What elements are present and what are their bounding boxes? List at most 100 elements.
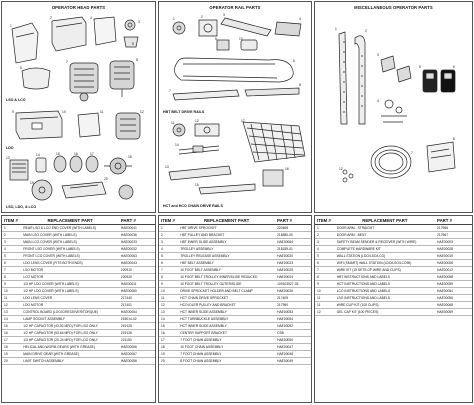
- item-number-cell: 9: [315, 280, 335, 289]
- part-number-cell: HAE00054: [275, 315, 311, 323]
- svg-text:3: 3: [223, 13, 225, 17]
- part-name-cell: HBT PULLEY AND BRACKET: [178, 231, 276, 240]
- part-name-cell: MAIN LSO COVER (WITH LABELS): [21, 231, 119, 240]
- part-number-cell: 218159-01: [275, 245, 311, 254]
- item-number-cell: 10: [159, 287, 179, 296]
- part-number-cell: HAE00067: [118, 350, 155, 358]
- part-name-cell: DOOR ARM - BENT: [334, 231, 436, 240]
- part-name-cell: LAMP SOCKET ASSEMBLY: [21, 315, 119, 323]
- svg-text:8: 8: [136, 58, 138, 62]
- item-number-cell: 7: [159, 266, 179, 275]
- item-number-cell: 16: [2, 329, 22, 337]
- svg-text:9: 9: [12, 110, 14, 114]
- part-name-cell: HCO IDLER PULLEY AND BRACKET: [178, 301, 276, 309]
- part-number-cell: HAE00058: [435, 273, 472, 282]
- svg-text:1: 1: [173, 17, 175, 21]
- part-name-cell: LIMIT SWITCH ASSEMBLY: [21, 357, 119, 365]
- column-header: PART #: [435, 216, 472, 226]
- item-number-cell: 18: [2, 343, 22, 351]
- svg-text:13: 13: [165, 165, 169, 169]
- part-name-cell: LCO INSTRUCTIONS AND LABELS: [334, 287, 436, 296]
- svg-text:10: 10: [239, 37, 243, 41]
- item-number-cell: 15: [159, 322, 179, 330]
- column-header: REPLACEMENT PART: [21, 216, 119, 226]
- section-label: LSO & LCO: [6, 98, 26, 102]
- item-number-cell: 6: [159, 259, 179, 268]
- item-number-cell: 11: [315, 294, 335, 303]
- part-name-cell: HBT BELT ASSEMBLY: [178, 259, 276, 268]
- svg-text:18: 18: [128, 155, 132, 159]
- item-number-cell: 11: [315, 301, 335, 309]
- part-number-cell: 219125: [118, 322, 155, 330]
- part-number-cell: HAE00025: [275, 266, 311, 275]
- part-name-cell: HCT INNER SLIDE ASSEMBLY: [178, 322, 276, 330]
- part-number-cell: HAE00055: [435, 294, 472, 303]
- part-name-cell: LDO MOTOR: [21, 301, 119, 309]
- part-name-cell: CONTROL BOARD (LOGIC/RECEIVER/TORQUE): [21, 308, 119, 316]
- part-name-cell: WIRE CLIP KIT (100 CLIPS): [334, 301, 436, 309]
- svg-text:3: 3: [377, 53, 379, 57]
- part-number-cell: HAE00063: [118, 252, 155, 261]
- part-number-cell: 217950: [275, 301, 311, 309]
- svg-text:7: 7: [169, 89, 171, 93]
- part-number-cell: HAE00032: [118, 245, 155, 254]
- item-number-cell: 12: [159, 301, 179, 309]
- part-name-cell: LSO INSTRUCTIONS AND LABELS: [334, 294, 436, 303]
- svg-text:5: 5: [132, 42, 134, 46]
- part-name-cell: 1/3 HP LDO COVER (WITH LABELS): [21, 280, 119, 289]
- part-number-cell: 109103527-03: [275, 280, 311, 289]
- item-number-cell: 2: [2, 231, 22, 240]
- part-number-cell: HAE00060: [118, 287, 155, 296]
- part-number-cell: HAE00041: [118, 224, 155, 233]
- svg-text:6: 6: [20, 66, 22, 70]
- part-number-cell: HAE00043: [118, 259, 155, 268]
- part-number-cell: HAE00052: [275, 322, 311, 330]
- part-number-cell: HAE00012: [435, 266, 472, 275]
- part-name-cell: HELICAL AND WORM GEARS (WITH GREASE): [21, 343, 119, 351]
- part-name-cell: 7 FOOT CHAIN ASSEMBLY: [178, 336, 276, 344]
- item-number-cell: 8: [159, 273, 179, 282]
- svg-text:12: 12: [140, 110, 144, 114]
- part-name-cell: GEL CAP KIT (100 PIECES): [334, 308, 436, 316]
- part-name-cell: HCT INSTRUCTIONS AND LABELS: [334, 280, 436, 289]
- svg-text:17: 17: [241, 119, 245, 123]
- part-number-cell: HAE00036: [118, 231, 155, 240]
- section-label: LSO, LDO, & LCO: [6, 205, 37, 209]
- svg-text:11: 11: [100, 110, 104, 114]
- svg-text:14: 14: [175, 143, 179, 147]
- part-name-cell: CENTER SUPPORT BRACKET: [178, 329, 276, 337]
- item-number-cell: 6: [315, 259, 335, 268]
- svg-text:1: 1: [335, 27, 337, 31]
- part-number-cell: HAE00023: [275, 259, 311, 268]
- svg-text:15: 15: [56, 152, 60, 156]
- part-name-cell: COMPLETE HARDWARE KIT: [334, 245, 436, 254]
- svg-text:14: 14: [36, 153, 40, 157]
- svg-text:19: 19: [30, 181, 34, 185]
- item-number-cell: 16: [159, 329, 179, 337]
- part-name-cell: 1/2 HP CAPACITOR (43-52 MFD) FOR LSO ONL…: [21, 322, 119, 330]
- part-name-cell: 8 FOOT CHAIN ASSEMBLY: [178, 357, 276, 365]
